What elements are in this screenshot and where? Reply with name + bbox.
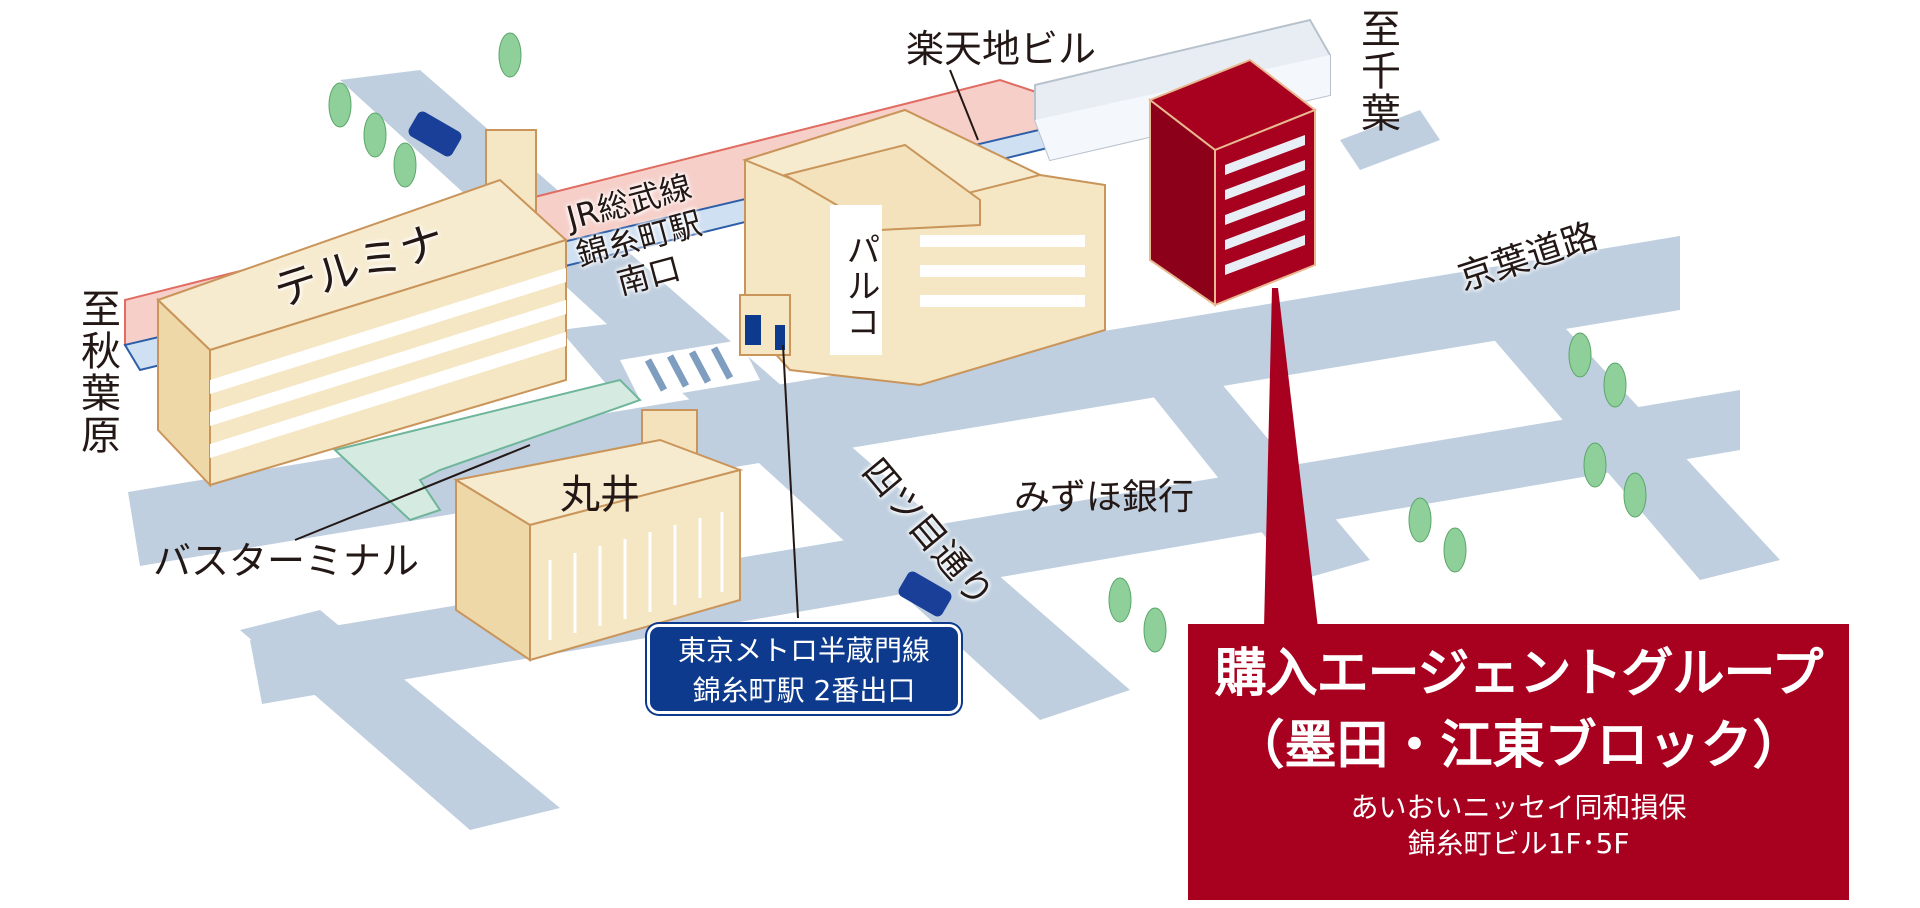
- label-mizuho: みずほ銀行: [1014, 477, 1195, 518]
- rakutenchi-leader: [949, 69, 979, 141]
- target-building: [1147, 58, 1318, 307]
- tree-icon: [328, 32, 1647, 653]
- termina-building: [156, 129, 568, 488]
- destination-title: 購入エージェントグループ: [1214, 644, 1824, 704]
- metro-line: 東京メトロ半蔵門線: [677, 634, 930, 667]
- label-to-chiba: 至千葉: [1354, 8, 1400, 134]
- label-rakutenchi: 楽天地ビル: [906, 27, 1097, 71]
- label-parco: パルコ: [840, 232, 880, 340]
- destination-info-box: 購入エージェントグループ （墨田・江東ブロック） あいおいニッセイ同和損保 錦糸…: [1188, 624, 1849, 900]
- car-icon: [408, 111, 952, 617]
- road-bottom-left: [240, 610, 560, 830]
- road-top-right: [1340, 110, 1440, 170]
- road-right-1: [1460, 290, 1780, 580]
- metro-exit-label: 東京メトロ半蔵門線 錦糸町駅 2番出口: [647, 624, 961, 714]
- label-to-akihabara: 至秋葉原: [74, 288, 120, 456]
- metro-leader: [782, 344, 799, 619]
- bus-terminal-area: [332, 378, 642, 522]
- metro-exit: 錦糸町駅 2番出口: [692, 674, 916, 707]
- parco-building: [742, 108, 1106, 387]
- label-bus-terminal: バスターミナル: [153, 539, 420, 583]
- road-right-2: [1140, 370, 1370, 580]
- crosswalk: [620, 340, 760, 400]
- destination-building-line1: あいおいニッセイ同和損保: [1350, 791, 1687, 824]
- destination-building-line2: 錦糸町ビル1F･5F: [1407, 827, 1630, 860]
- label-marui: 丸井: [560, 472, 640, 518]
- marui-building: [453, 409, 744, 662]
- destination-pointer: [1264, 288, 1318, 628]
- bus-terminal-leader: [294, 444, 531, 541]
- subway-entrance-icon: [739, 294, 791, 356]
- destination-subtitle: （墨田・江東ブロック）: [1232, 716, 1805, 776]
